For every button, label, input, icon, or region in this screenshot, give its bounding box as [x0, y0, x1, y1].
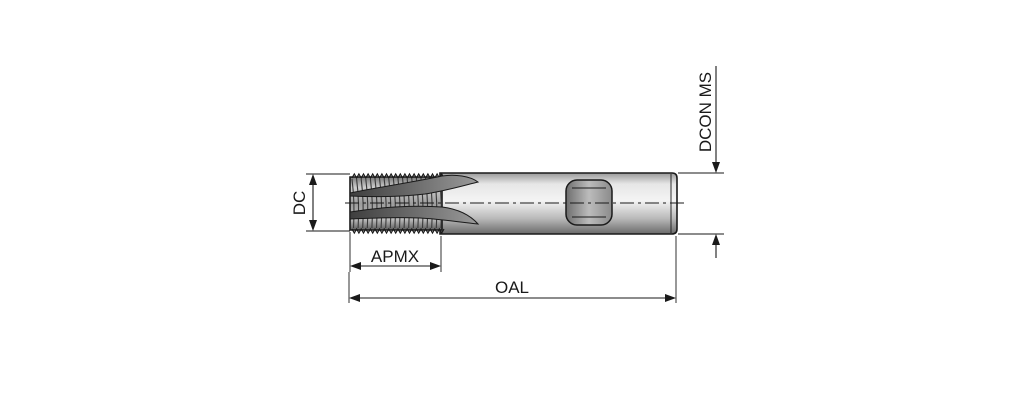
- thread-profile-bottom: [351, 227, 445, 235]
- dc-arrow-top: [309, 174, 317, 185]
- oal-label: OAL: [495, 278, 529, 297]
- dcon-arrow-top: [712, 162, 720, 173]
- apmx-dimension: APMX: [349, 232, 442, 272]
- end-mill-tool: [345, 172, 686, 235]
- apmx-label: APMX: [371, 247, 419, 266]
- oal-dimension: OAL: [348, 236, 677, 303]
- thread-profile-top: [351, 172, 445, 180]
- thread-line: [365, 178, 369, 229]
- oal-arrow-right: [665, 294, 676, 302]
- apmx-arrow-left: [350, 262, 361, 270]
- apmx-arrow-right: [430, 262, 441, 270]
- dcon-ms-dimension: DCON MS: [678, 66, 724, 258]
- dc-label: DC: [290, 191, 309, 216]
- upper-flute: [349, 174, 480, 198]
- dcon-ms-label: DCON MS: [696, 72, 715, 152]
- oal-arrow-left: [349, 294, 360, 302]
- dc-dimension: DC: [290, 173, 350, 232]
- shank-flat: [565, 179, 613, 226]
- dcon-arrow-bottom: [712, 234, 720, 245]
- tool-shank: [439, 172, 678, 235]
- dc-arrow-bottom: [309, 220, 317, 231]
- lower-flute: [349, 205, 480, 225]
- thread-line: [383, 178, 387, 229]
